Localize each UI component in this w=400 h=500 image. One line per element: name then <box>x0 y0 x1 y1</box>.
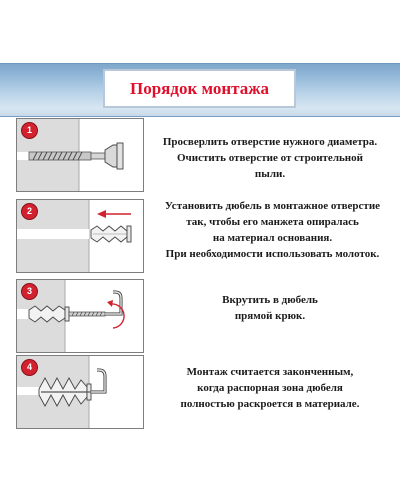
step-2-text: Установить дюбель в монтажное отверстие … <box>150 198 395 262</box>
step-1-line-1: Просверлить отверстие нужного диаметра. <box>162 136 378 148</box>
step-2-badge: 2 <box>22 204 37 219</box>
step-2-line-3: на материал основания. <box>212 232 333 244</box>
step-2-line-1: Установить дюбель в монтажное отверстие <box>164 200 381 212</box>
step-4-line-1: Монтаж считается законченным, <box>186 366 354 378</box>
step-2-line-4: При необходимости использовать молоток. <box>165 248 380 260</box>
dowel-insert-arrow-icon <box>17 200 132 272</box>
step-4-line-3: полностью раскроется в материале. <box>180 398 360 410</box>
step-1-illustration: 1 <box>16 118 144 192</box>
step-4-illustration: 4 <box>16 355 144 429</box>
step-2-line-2: так, чтобы его манжета опиралась <box>186 216 359 228</box>
step-3-line-2: прямой крюк. <box>234 310 306 322</box>
step-4-badge: 4 <box>22 360 37 375</box>
step-3-badge: 3 <box>22 284 37 299</box>
drill-bit-in-wall-icon <box>17 119 124 191</box>
step-2-illustration: 2 <box>16 199 144 273</box>
step-3-line-1: Вкрутить в дюбель <box>222 294 318 306</box>
step-1-line-2: Очистить отверстие от строительной <box>177 152 363 164</box>
step-1-badge: 1 <box>22 123 37 138</box>
step-1-text: Просверлить отверстие нужного диаметра. … <box>150 134 390 182</box>
step-1-line-3: пыли. <box>254 168 286 180</box>
step-3-text: Вкрутить в дюбель прямой крюк. <box>150 292 390 324</box>
step-3-illustration: 3 <box>16 279 144 353</box>
page-title: Порядок монтажа <box>103 69 296 108</box>
step-4-line-2: когда распорная зона дюбеля <box>197 382 343 394</box>
step-4-text: Монтаж считается законченным, когда расп… <box>150 364 390 412</box>
